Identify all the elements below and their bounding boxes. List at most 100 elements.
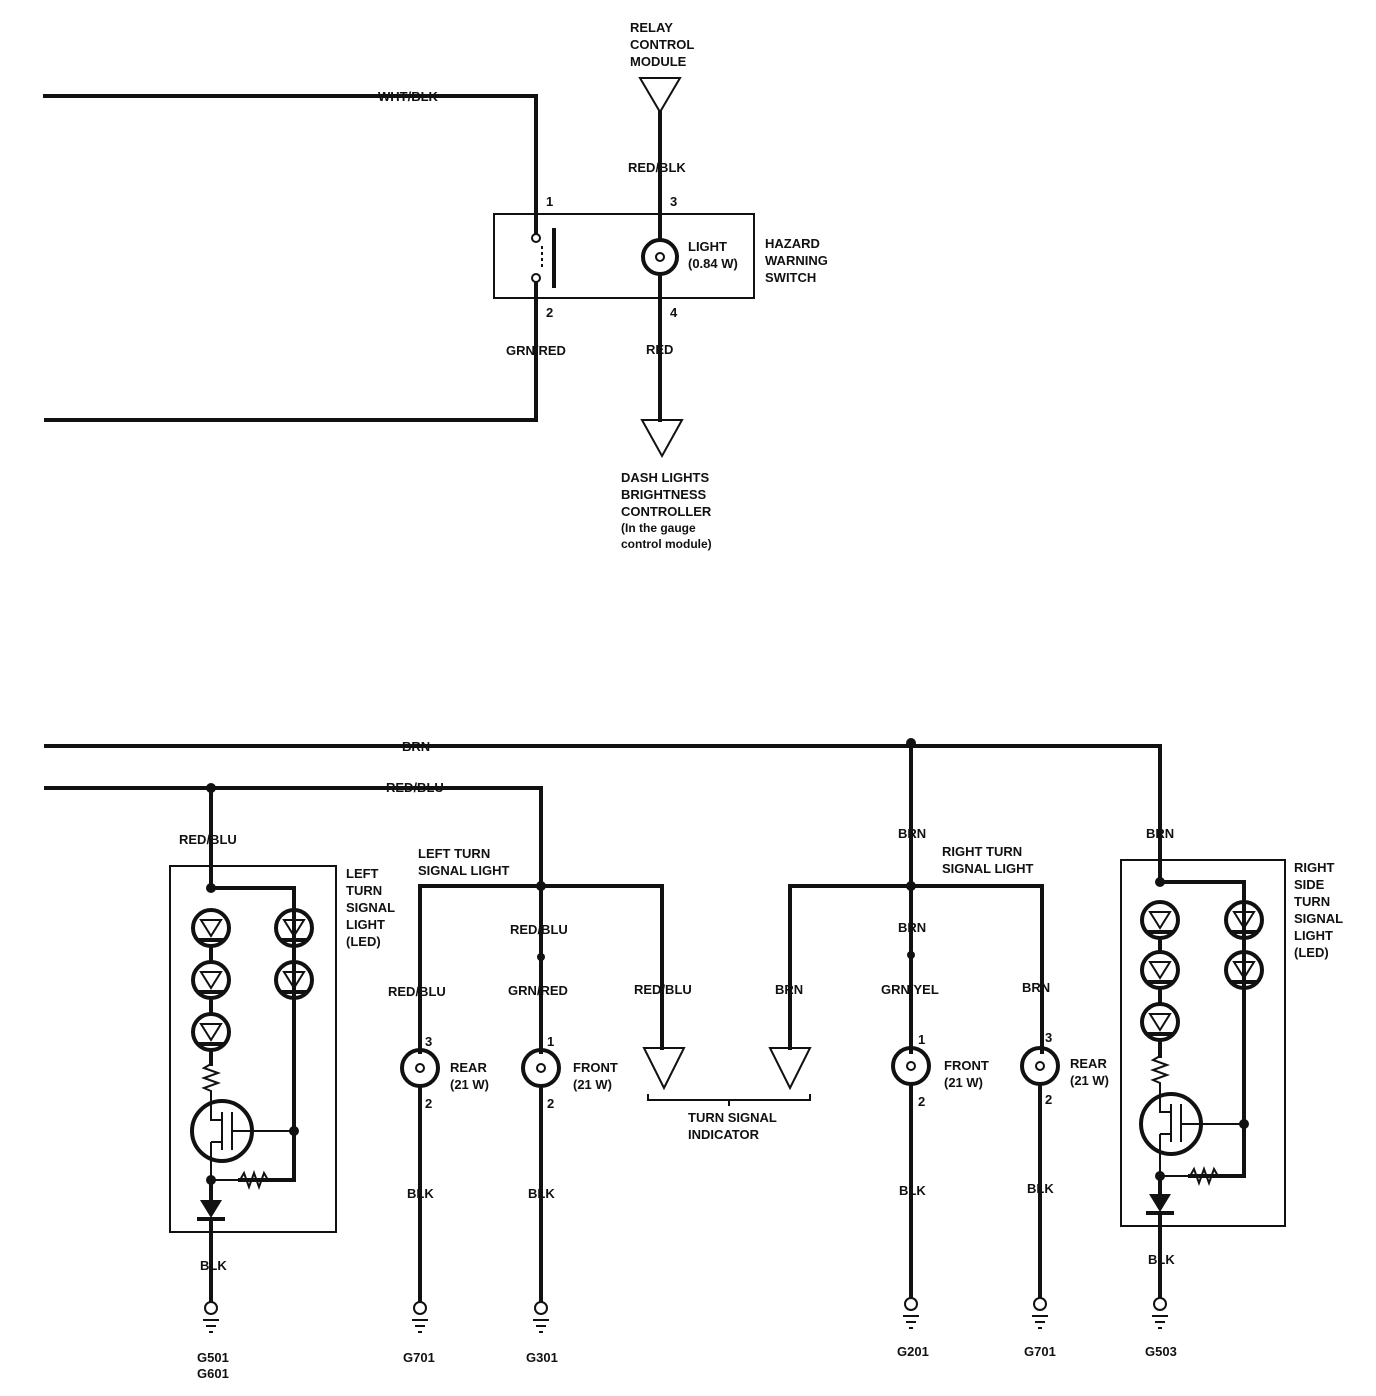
left-front-filament [536, 1063, 546, 1073]
label-right-front-wire: GRN/YEL [881, 982, 939, 997]
left-rear-pin-top: 3 [425, 1034, 432, 1049]
turn-signal-section: BRN RED/BLU RED/BLU [44, 738, 1343, 1381]
right-led-diode-3 [1140, 1002, 1180, 1042]
ground-g301: G301 [526, 1350, 558, 1365]
left-led-transistor-gate [210, 1104, 294, 1180]
right-led-diode-4 [1224, 900, 1264, 940]
relay-label-3: MODULE [630, 54, 687, 69]
switch-label-3: SWITCH [765, 270, 816, 285]
junction-right-signal [906, 881, 916, 891]
right-front-label-1: FRONT [944, 1058, 989, 1073]
right-front-pin-top: 1 [918, 1032, 925, 1047]
left-led-box [169, 865, 337, 1233]
left-led-label-4: LIGHT [346, 917, 385, 932]
label-left-led-wire: RED/BLU [179, 832, 237, 847]
right-led-junction-gate [1239, 1119, 1249, 1129]
left-signal-title-2: SIGNAL LIGHT [418, 863, 510, 878]
pin-3-label: 3 [670, 194, 677, 209]
ground-g601: G601 [197, 1366, 229, 1381]
left-led-resistor [201, 1063, 221, 1104]
right-rear-pin-top: 3 [1045, 1030, 1052, 1045]
label-right-led-blk: BLK [1148, 1252, 1175, 1267]
left-signal-title-1: LEFT TURN [418, 846, 490, 861]
indicator-bracket [647, 1094, 811, 1106]
left-rear-label-1: REAR [450, 1060, 487, 1075]
switch-contact-bottom [531, 273, 541, 283]
right-front-label-2: (21 W) [944, 1075, 983, 1090]
wire-wht-blk [43, 94, 538, 234]
label-right-led-wire: BRN [1146, 826, 1174, 841]
hazard-switch-box [493, 213, 755, 299]
dash-connector-triangle [640, 419, 684, 459]
ground-icon [412, 1301, 428, 1333]
right-signal-title-2: SIGNAL LIGHT [942, 861, 1034, 876]
right-signal-title-1: RIGHT TURN [942, 844, 1022, 859]
label-left-front-blk: BLK [528, 1186, 555, 1201]
ground-icon [533, 1301, 549, 1333]
left-led-label-3: SIGNAL [346, 900, 395, 915]
hazard-light-bulb [641, 238, 679, 276]
ground-icon [1032, 1297, 1048, 1329]
left-led-resistor-2 [211, 1170, 294, 1190]
relay-label-2: CONTROL [630, 37, 694, 52]
label-indicator-red-blu: RED/BLU [634, 982, 692, 997]
label-left-led-blk: BLK [200, 1258, 227, 1273]
label-right-front-blk: BLK [899, 1183, 926, 1198]
label-brn-bus: BRN [402, 739, 430, 754]
right-led-diode-2 [1140, 950, 1180, 990]
left-led-diode-3 [191, 1012, 231, 1052]
switch-label-1: HAZARD [765, 236, 820, 251]
left-led-diode-1 [191, 908, 231, 948]
right-led-diode-5 [1224, 950, 1264, 990]
dash-label-5: control module) [621, 537, 712, 551]
label-right-rear-wire: BRN [1022, 980, 1050, 995]
switch-label-2: WARNING [765, 253, 828, 268]
label-grn-red: GRN/RED [506, 343, 566, 358]
dash-label-3: CONTROLLER [621, 504, 712, 519]
left-front-pin-bottom: 2 [547, 1096, 554, 1111]
junction-left-front-splice [537, 953, 545, 961]
dash-label-4: (In the gauge [621, 521, 696, 535]
relay-label-1: RELAY [630, 20, 673, 35]
ground-g503: G503 [1145, 1344, 1177, 1359]
right-rear-pin-bottom: 2 [1045, 1092, 1052, 1107]
left-led-diode-4 [274, 908, 314, 948]
left-rear-bulb [400, 1048, 440, 1088]
hazard-section: WHT/BLK GRN/RED 1 2 RELAY CONTROL MODULE… [43, 20, 828, 551]
relay-connector-triangle [638, 77, 682, 114]
right-turn-signal-lights: BRN RIGHT TURN SIGNAL LIGHT BRN GRN/YEL … [881, 744, 1109, 1359]
right-led-label-4: SIGNAL [1294, 911, 1343, 926]
right-rear-filament [1035, 1061, 1045, 1071]
label-right-brn-top: BRN [898, 826, 926, 841]
label-left-rear-wire: RED/BLU [388, 984, 446, 999]
right-led-diode-head [1149, 1194, 1171, 1212]
left-led-diode-5 [274, 960, 314, 1000]
right-led-light: BRN [1120, 826, 1343, 1359]
indicator-label-2: INDICATOR [688, 1127, 760, 1142]
left-led-label-2: TURN [346, 883, 382, 898]
left-front-label-2: (21 W) [573, 1077, 612, 1092]
left-led-junction-gate [289, 1126, 299, 1136]
right-rear-label-1: REAR [1070, 1056, 1107, 1071]
left-front-pin-top: 1 [547, 1034, 554, 1049]
label-wht-blk: WHT/BLK [378, 89, 439, 104]
wire-grn-red [44, 282, 538, 422]
switch-contact-top [531, 233, 541, 243]
ground-g701-left: G701 [403, 1350, 435, 1365]
left-rear-label-2: (21 W) [450, 1077, 489, 1092]
wire-brn-bus [44, 744, 1162, 882]
pin-1-label: 1 [546, 194, 553, 209]
left-rear-filament [415, 1063, 425, 1073]
right-led-label-1: RIGHT [1294, 860, 1335, 875]
label-right-rear-blk: BLK [1027, 1181, 1054, 1196]
right-front-pin-bottom: 2 [918, 1094, 925, 1109]
label-red-blk: RED/BLK [628, 160, 686, 175]
label-left-front-wire-top: RED/BLU [510, 922, 568, 937]
left-front-bulb [521, 1048, 561, 1088]
left-led-label-1: LEFT [346, 866, 379, 881]
right-led-label-6: (LED) [1294, 945, 1329, 960]
indicator-label-1: TURN SIGNAL [688, 1110, 777, 1125]
label-red-blu-bus: RED/BLU [386, 780, 444, 795]
right-led-diode-1 [1140, 900, 1180, 940]
label-red: RED [646, 342, 673, 357]
